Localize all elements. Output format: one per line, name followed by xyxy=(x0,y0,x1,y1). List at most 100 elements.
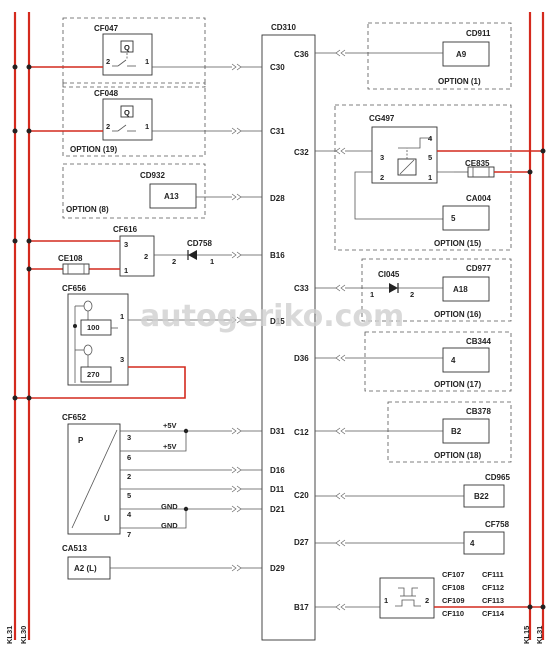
cd977-value: A18 xyxy=(453,285,468,294)
fuse-label-cf110: CF110 xyxy=(442,609,464,618)
right-rails: KL15 KL31 xyxy=(522,12,545,644)
cd911-label: CD911 xyxy=(466,29,491,38)
fuse-label-cf112: CF112 xyxy=(482,583,504,592)
cf656-label: CF656 xyxy=(62,284,87,293)
pin-c36: C36 xyxy=(294,50,309,59)
relay-cg497: CG497 4 3 5 2 1 xyxy=(315,104,546,251)
cd977-option: OPTION (16) xyxy=(434,310,481,319)
pin-c32: C32 xyxy=(294,148,309,157)
cd932-label: CD932 xyxy=(140,171,165,180)
cf616-label: CF616 xyxy=(113,225,138,234)
cd911-body xyxy=(442,41,490,67)
fuse-label-cf114: CF114 xyxy=(482,609,505,618)
cf652-5v-b: +5V xyxy=(163,442,177,451)
component-cf656: CF656 100 270 1 3 xyxy=(12,284,262,401)
cd932-body xyxy=(149,183,197,209)
cb344-body xyxy=(442,347,490,373)
cf656-resistor-270 xyxy=(80,366,112,383)
cf652-5v-a: +5V xyxy=(163,421,177,430)
cf048-q-box xyxy=(120,105,134,118)
cg497-pin-5: 5 xyxy=(428,153,432,162)
cf047-body xyxy=(102,33,153,76)
component-cd977: CI045 CD977 A18 OPTION (16) 1 2 xyxy=(315,258,512,322)
pin-d21: D21 xyxy=(270,505,285,514)
cd977-body xyxy=(442,276,490,302)
ci045-pin-2: 2 xyxy=(410,290,414,299)
cb378-value: B2 xyxy=(451,427,462,436)
fuse-ce835: CE835 xyxy=(454,159,533,178)
pin-d27: D27 xyxy=(294,538,309,547)
cd911-option: OPTION (1) xyxy=(438,77,481,86)
cf656-pin-3: 3 xyxy=(120,355,124,364)
cf652-pin-3: 3 xyxy=(127,433,131,442)
rail-label-kl31-left: KL31 xyxy=(5,626,14,644)
pin-c20: C20 xyxy=(294,491,309,500)
cf652-u: U xyxy=(104,514,110,523)
cf652-pin-4: 4 xyxy=(127,510,132,519)
pin-d29: D29 xyxy=(270,564,285,573)
cf048-q: Q xyxy=(124,108,130,117)
cf048-body xyxy=(102,98,153,141)
pin-b17: B17 xyxy=(294,603,309,612)
cf652-label: CF652 xyxy=(62,413,87,422)
fuse-group-pin-2: 2 xyxy=(425,596,429,605)
component-cb344: CB344 4 OPTION (17) xyxy=(315,331,512,392)
ci045-diode xyxy=(389,283,398,293)
component-ca513: CA513 A2 (L) xyxy=(62,544,262,580)
cf758-label: CF758 xyxy=(485,520,510,529)
left-rails: KL31 KL30 xyxy=(5,12,31,644)
cb344-value: 4 xyxy=(451,356,456,365)
pin-c33: C33 xyxy=(294,284,309,293)
cd758-pin-2: 2 xyxy=(172,257,176,266)
cb344-label: CB344 xyxy=(466,337,491,346)
component-cd932: CD932 A13 OPTION (8) xyxy=(62,163,262,219)
fuse-ce108: CE108 xyxy=(58,254,90,275)
cf048-pin-1: 1 xyxy=(145,122,149,131)
cf652-p: P xyxy=(78,436,84,445)
fuse-group-cf107-cf114: 1 2 CF107 CF111 CF108 CF112 CF109 CF113 … xyxy=(315,570,546,619)
cg497-label: CG497 xyxy=(369,114,395,123)
rail-label-kl31-right: KL31 xyxy=(535,626,544,644)
component-cf616: CF616 3 2 1 xyxy=(12,225,155,277)
cd965-value: B22 xyxy=(474,492,489,501)
rail-label-kl15-right: KL15 xyxy=(522,626,531,644)
ci045-pin-1: 1 xyxy=(370,290,374,299)
pin-c31: C31 xyxy=(270,127,285,136)
component-cf652: CF652 P U 3 6 2 5 4 7 +5V +5V GND GND xyxy=(62,413,262,539)
component-cf758: CF758 4 xyxy=(315,520,510,555)
pin-d16: D16 xyxy=(270,466,285,475)
cf656-r2: 270 xyxy=(87,370,100,379)
cg497-pin-2: 2 xyxy=(380,173,384,182)
ca513-label: CA513 xyxy=(62,544,87,553)
cd965-label: CD965 xyxy=(485,473,510,482)
switch-cf047: CF047 Q 2 1 xyxy=(12,17,262,88)
ce108-fuse xyxy=(62,263,90,275)
cd911-value: A9 xyxy=(456,50,467,59)
module-cd310-label: CD310 xyxy=(271,23,296,32)
ce835-fuse xyxy=(467,166,495,178)
component-cd965: CD965 B22 xyxy=(315,473,510,508)
cd758-diode xyxy=(188,250,197,260)
fuse-label-cf107: CF107 xyxy=(442,570,465,579)
module-cd310: CD310 C30 C31 D28 B16 D15 D31 D16 D11 D2… xyxy=(261,23,316,641)
component-ca004: CA004 5 OPTION (15) xyxy=(434,194,491,248)
pin-c12: C12 xyxy=(294,428,309,437)
rail-label-kl30-left: KL30 xyxy=(19,626,28,644)
cf616-pin-2: 2 xyxy=(144,252,148,261)
module-cd310-body xyxy=(261,34,316,641)
fuse-label-cf109: CF109 xyxy=(442,596,465,605)
cf652-pin-5: 5 xyxy=(127,491,131,500)
cd932-option: OPTION (8) xyxy=(66,205,109,214)
fuse-group-pin-1: 1 xyxy=(384,596,388,605)
cd758-label: CD758 xyxy=(187,239,212,248)
ci045-label: CI045 xyxy=(378,270,400,279)
watermark: autogeriko.com xyxy=(140,299,404,334)
cb378-option: OPTION (18) xyxy=(434,451,481,460)
ca004-value: 5 xyxy=(451,214,456,223)
cd977-label: CD977 xyxy=(466,264,491,273)
pin-b16: B16 xyxy=(270,251,285,260)
cb378-label: CB378 xyxy=(466,407,491,416)
pin-d36: D36 xyxy=(294,354,309,363)
cf048-pin-2: 2 xyxy=(106,122,110,131)
cf047-label: CF047 xyxy=(94,24,119,33)
